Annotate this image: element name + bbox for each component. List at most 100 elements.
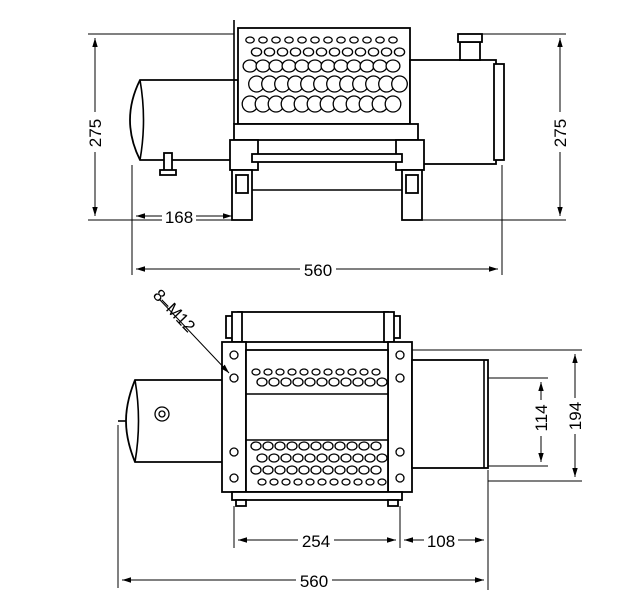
perforation-hole (371, 368, 381, 376)
perforation-hole (388, 36, 398, 44)
perforation-hole (268, 453, 280, 463)
drum-guard-side (233, 20, 411, 125)
perforation-hole (304, 453, 316, 463)
perforation-hole (329, 478, 339, 486)
dim-total-top: 560 (117, 425, 484, 591)
perforation-hole (263, 368, 273, 376)
perforation-hole (334, 465, 346, 475)
perforation-hole (336, 36, 346, 44)
perforation-hole (367, 47, 380, 57)
left-motor-side (129, 79, 239, 176)
perforation-hole (262, 465, 274, 475)
bolt-hole (395, 350, 405, 360)
perforation-hole (349, 36, 359, 44)
perforation-hole (391, 75, 408, 93)
perforation-hole (372, 59, 388, 73)
dim-outer-height-top: 194 (412, 349, 586, 482)
perforation-hole (257, 478, 267, 486)
perforation-hole (255, 59, 271, 73)
perforation-hole (280, 377, 292, 387)
perforation-hole (346, 465, 358, 475)
perforation-hole (377, 478, 387, 486)
perforation-hole (281, 478, 291, 486)
dim-height-left-side: 275 (84, 33, 234, 221)
perforation-hole (346, 441, 358, 451)
perforation-hole (269, 478, 279, 486)
perforation-hole (298, 441, 310, 451)
bolt-hole (229, 350, 239, 360)
dim-total-side: 560 (136, 165, 503, 280)
perforation-hole (340, 377, 352, 387)
side-view: 275 275 168 560 (84, 20, 571, 280)
perforation-hole (317, 478, 327, 486)
perforation-hole (271, 36, 281, 44)
mounting-bolts (229, 350, 405, 483)
perforation-hole (250, 441, 262, 451)
perforation-hole (352, 453, 364, 463)
perforation-hole (299, 368, 309, 376)
dim-label-168: 168 (165, 208, 193, 227)
perforation-hole (393, 47, 406, 57)
perforation-hole (358, 465, 370, 475)
perforation-hole (333, 59, 349, 73)
bolt-hole (229, 447, 239, 457)
perforation-hole (320, 59, 336, 73)
perforation-hole (294, 59, 310, 73)
gearbox-top (411, 359, 489, 469)
perforation-hole (362, 36, 372, 44)
perforation-hole (292, 377, 304, 387)
perforation-hole (376, 453, 388, 463)
perforation-hole (262, 441, 274, 451)
perforation-hole (310, 36, 320, 44)
perforation-hole (370, 465, 382, 475)
perforation-hole (281, 59, 297, 73)
perforation-hole (307, 59, 323, 73)
dim-inner-height-top: 114 (488, 377, 552, 467)
dim-label-560-side: 560 (304, 261, 332, 280)
perforation-hole (286, 465, 298, 475)
perforation-hole (274, 441, 286, 451)
perforation-hole (298, 465, 310, 475)
perforation-hole (323, 36, 333, 44)
perforation-hole (284, 36, 294, 44)
perforation-hole (250, 47, 263, 57)
bolt-hole (395, 373, 405, 383)
perforation-hole (302, 47, 315, 57)
dim-offset-side: 168 (131, 165, 232, 275)
dim-label-275-left: 275 (86, 119, 105, 147)
perforation-hole (292, 453, 304, 463)
left-motor-top (118, 379, 233, 463)
perforation-hole (359, 59, 375, 73)
bolt-callout-label: 8–M12 (149, 286, 199, 337)
perforation-pattern-side (241, 36, 408, 113)
perforation-hole (352, 377, 364, 387)
perforation-hole (364, 453, 376, 463)
perforation-hole (250, 465, 262, 475)
perforation-hole (364, 377, 376, 387)
perforation-hole (311, 368, 321, 376)
dim-label-194: 194 (566, 402, 585, 430)
perforation-hole (316, 377, 328, 387)
perforation-hole (289, 47, 302, 57)
perforation-pattern-top (250, 368, 388, 486)
perforation-hole (315, 47, 328, 57)
perforation-hole (287, 368, 297, 376)
dim-label-560-top: 560 (300, 572, 328, 591)
dim-label-275-right: 275 (551, 119, 570, 147)
bolt-hole (395, 447, 405, 457)
perforation-hole (268, 377, 280, 387)
perforation-hole (354, 47, 367, 57)
perforation-hole (380, 47, 393, 57)
perforation-hole (370, 441, 382, 451)
perforation-hole (280, 453, 292, 463)
perforation-hole (275, 368, 285, 376)
dim-height-right-side: 275 (422, 33, 571, 221)
perforation-hole (335, 368, 345, 376)
perforation-hole (256, 453, 268, 463)
perforation-hole (328, 47, 341, 57)
perforation-hole (341, 47, 354, 57)
perforation-hole (328, 377, 340, 387)
perforation-hole (375, 36, 385, 44)
perforation-hole (293, 478, 303, 486)
perforation-hole (286, 441, 298, 451)
